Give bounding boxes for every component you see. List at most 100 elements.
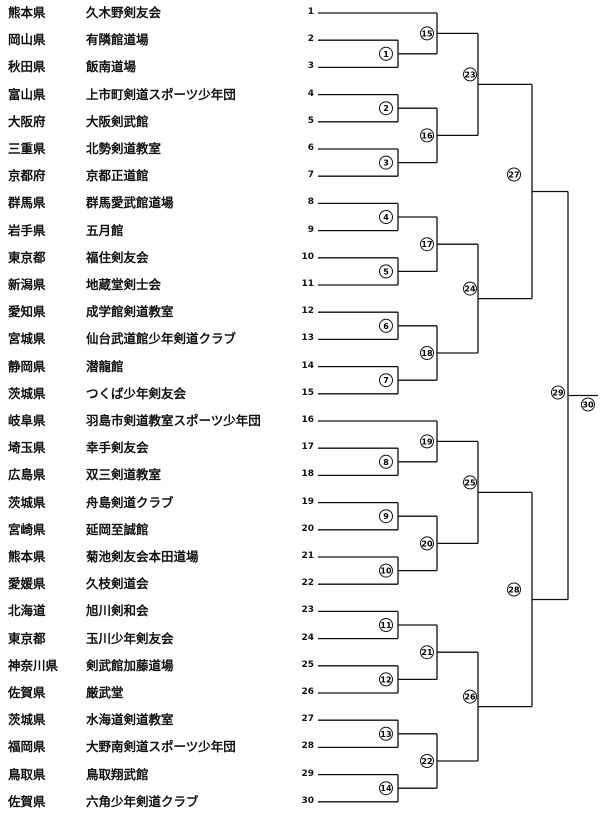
svg-text:2: 2 — [383, 104, 389, 113]
svg-text:25: 25 — [464, 478, 476, 487]
team-seed-number: 5 — [307, 115, 314, 126]
svg-text:29: 29 — [552, 389, 564, 398]
team-club: 福住剣友会 — [86, 249, 149, 265]
team-club: 双三剣道教室 — [86, 467, 162, 483]
team-seed-number: 22 — [301, 578, 314, 589]
team-prefecture: 岩手県 — [8, 222, 46, 238]
team-prefecture: 愛知県 — [8, 304, 46, 320]
team-prefecture: 東京都 — [8, 249, 46, 265]
match-number-circle: 29 — [551, 385, 565, 400]
team-club: 厳武堂 — [86, 685, 124, 700]
svg-text:20: 20 — [421, 539, 433, 548]
team-club: 北勢剣道教室 — [86, 141, 162, 156]
team-club: 舟島剣道クラブ — [86, 494, 174, 510]
svg-text:19: 19 — [421, 437, 433, 446]
team-prefecture: 岐阜県 — [8, 413, 46, 428]
match-number-circle: 13 — [379, 726, 393, 741]
team-seed-number: 23 — [301, 605, 314, 616]
team-club: 成学館剣道教室 — [86, 304, 174, 320]
team-seed-number: 17 — [301, 442, 314, 453]
team-prefecture: 大阪府 — [8, 113, 46, 129]
team-club: 潜龍館 — [86, 358, 124, 374]
team-club: 鳥取翔武館 — [86, 766, 149, 782]
match-number-circle: 2 — [379, 101, 393, 116]
match-number-circle: 8 — [379, 454, 393, 469]
team-club: 六角少年剣道クラブ — [86, 793, 199, 809]
team-seed-number: 4 — [307, 88, 314, 99]
team-prefecture: 神奈川県 — [8, 657, 59, 673]
team-prefecture: 埼玉県 — [8, 440, 46, 456]
team-prefecture: 鳥取県 — [8, 766, 46, 782]
team-prefecture: 東京都 — [8, 630, 46, 646]
team-club: つくば少年剣友会 — [86, 385, 187, 401]
team-prefecture: 茨城県 — [8, 494, 46, 510]
team-prefecture: 佐賀県 — [8, 685, 46, 700]
team-seed-number: 28 — [301, 741, 314, 752]
match-number-circle: 11 — [379, 618, 393, 632]
team-club: 大野南剣道スポーツ少年団 — [86, 739, 236, 755]
match-number-circle: 19 — [420, 434, 434, 449]
match-number-circle: 25 — [463, 475, 477, 490]
team-seed-number: 13 — [301, 333, 314, 344]
team-seed-number: 21 — [301, 551, 314, 561]
team-club: 水海道剣道教室 — [86, 712, 174, 728]
team-prefecture: 熊本県 — [8, 549, 46, 564]
svg-text:26: 26 — [464, 693, 476, 702]
team-prefecture: 富山県 — [8, 86, 46, 102]
svg-text:14: 14 — [380, 784, 392, 793]
svg-text:28: 28 — [508, 586, 520, 595]
match-number-circle: 18 — [420, 346, 434, 360]
team-prefecture: 新潟県 — [8, 277, 46, 292]
team-prefecture: 宮城県 — [8, 331, 46, 347]
team-club: 地蔵堂剣士会 — [86, 277, 162, 292]
match-number-circle: 7 — [379, 373, 393, 388]
team-club: 剣武館加藤道場 — [86, 657, 174, 673]
team-club: 羽島市剣道教室スポーツ少年団 — [86, 413, 261, 428]
team-seed-number: 16 — [301, 415, 314, 425]
team-seed-number: 11 — [301, 279, 314, 289]
team-club: 京都正道館 — [86, 168, 149, 184]
match-number-circle: 16 — [420, 128, 434, 143]
team-prefecture: 佐賀県 — [8, 793, 46, 809]
team-seed-number: 7 — [307, 170, 314, 181]
svg-text:8: 8 — [383, 458, 389, 467]
team-prefecture: 北海道 — [8, 603, 46, 619]
match-number-circle: 28 — [507, 582, 521, 597]
match-number-circle: 12 — [379, 672, 393, 687]
svg-text:18: 18 — [421, 349, 433, 358]
team-seed-number: 8 — [307, 197, 314, 208]
team-prefecture: 宮崎県 — [8, 521, 46, 537]
team-club: 群馬愛武館道場 — [86, 195, 174, 211]
svg-text:17: 17 — [421, 240, 432, 249]
team-club: 久枝剣道会 — [86, 576, 149, 592]
svg-text:7: 7 — [383, 376, 389, 385]
match-number-circle: 30 — [581, 397, 595, 412]
svg-text:5: 5 — [383, 267, 389, 276]
svg-text:15: 15 — [421, 29, 433, 38]
team-seed-number: 3 — [307, 61, 314, 72]
svg-text:6: 6 — [383, 322, 389, 331]
team-prefecture: 秋田県 — [8, 59, 46, 75]
team-club: 延岡至誠館 — [86, 521, 149, 537]
svg-text:22: 22 — [421, 757, 432, 766]
team-prefecture: 福岡県 — [8, 739, 46, 755]
match-number-circle: 22 — [420, 754, 434, 768]
team-seed-number: 30 — [301, 795, 314, 806]
team-club: 五月館 — [86, 222, 124, 238]
match-number-circle: 26 — [463, 689, 477, 704]
match-number-circle: 9 — [379, 509, 393, 524]
team-seed-number: 2 — [307, 34, 314, 45]
team-seed-number: 24 — [301, 632, 314, 643]
match-number-circle: 14 — [379, 781, 393, 796]
team-seed-number: 6 — [307, 143, 314, 153]
team-club: 幸手剣友会 — [86, 440, 149, 456]
match-number-circle: 17 — [420, 237, 434, 252]
svg-text:23: 23 — [464, 70, 475, 79]
team-prefecture: 愛媛県 — [8, 576, 46, 592]
match-number-circle: 1 — [379, 46, 393, 61]
svg-text:10: 10 — [380, 567, 392, 576]
team-prefecture: 群馬県 — [8, 195, 46, 211]
match-number-circle: 24 — [463, 281, 477, 296]
svg-text:16: 16 — [421, 131, 433, 140]
